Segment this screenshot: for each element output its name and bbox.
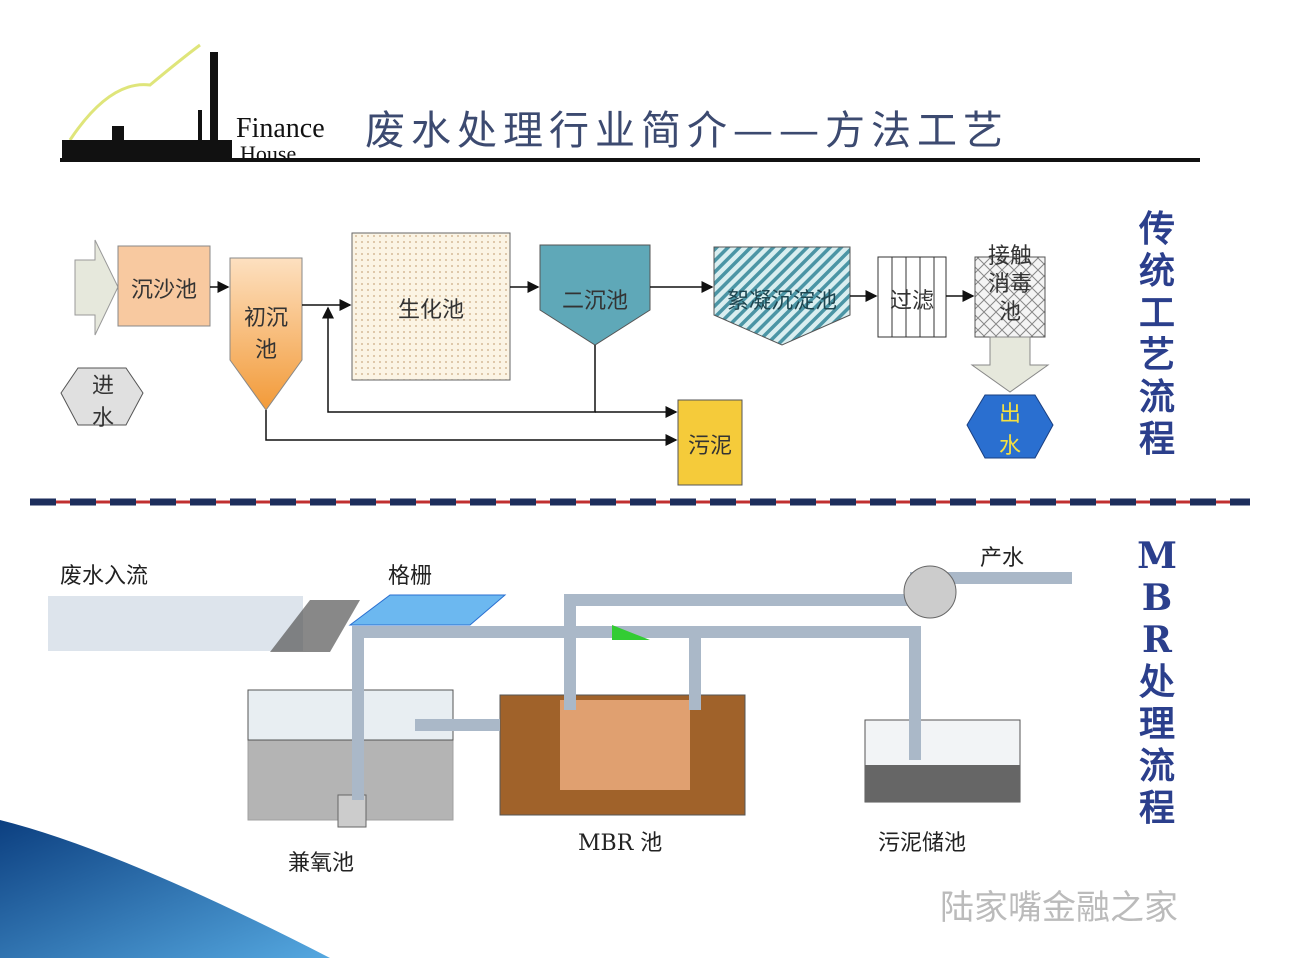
outlet-label: 出水 xyxy=(998,402,1021,459)
inflow-label: 废水入流 xyxy=(60,564,149,589)
sludge-tank-label: 污泥储池 xyxy=(878,831,967,856)
corner-swoosh xyxy=(0,820,330,958)
product-water-label: 产水 xyxy=(980,546,1025,571)
secondary-clarifier-label: 二沉池 xyxy=(561,289,628,314)
watermark: 陆家嘴金融之家 xyxy=(940,888,1178,928)
inlet-label: 进水 xyxy=(91,374,114,431)
side-label-traditional: 传统工艺流程 xyxy=(1138,208,1175,460)
filter-label: 过滤 xyxy=(889,289,934,314)
side-label-mbr: MBR处理流程 xyxy=(1137,535,1177,829)
anoxic-tank-label: 兼氧池 xyxy=(288,851,355,876)
inflow-stream xyxy=(48,596,303,651)
inflow-arrow-icon xyxy=(74,239,119,336)
logo-text-2: House xyxy=(240,141,297,159)
page-title: 废水处理行业简介——方法工艺 xyxy=(365,108,1009,154)
mbr-tank-label: MBR 池 xyxy=(578,831,663,856)
logo-text: Finance xyxy=(236,113,325,144)
coagulation-label: 絮凝沉淀池 xyxy=(726,289,837,314)
grit-chamber-label: 沉沙池 xyxy=(130,278,197,303)
title-underline xyxy=(60,158,1200,162)
pump-icon xyxy=(903,565,957,619)
disinfection-label: 接触消毒池 xyxy=(987,244,1032,325)
sludge-label: 污泥 xyxy=(687,434,732,459)
bio-tank-label: 生化池 xyxy=(397,298,464,323)
primary-clarifier-label: 初沉池 xyxy=(243,306,288,363)
logo-skyline xyxy=(62,43,232,162)
screen-label: 格栅 xyxy=(388,564,433,589)
